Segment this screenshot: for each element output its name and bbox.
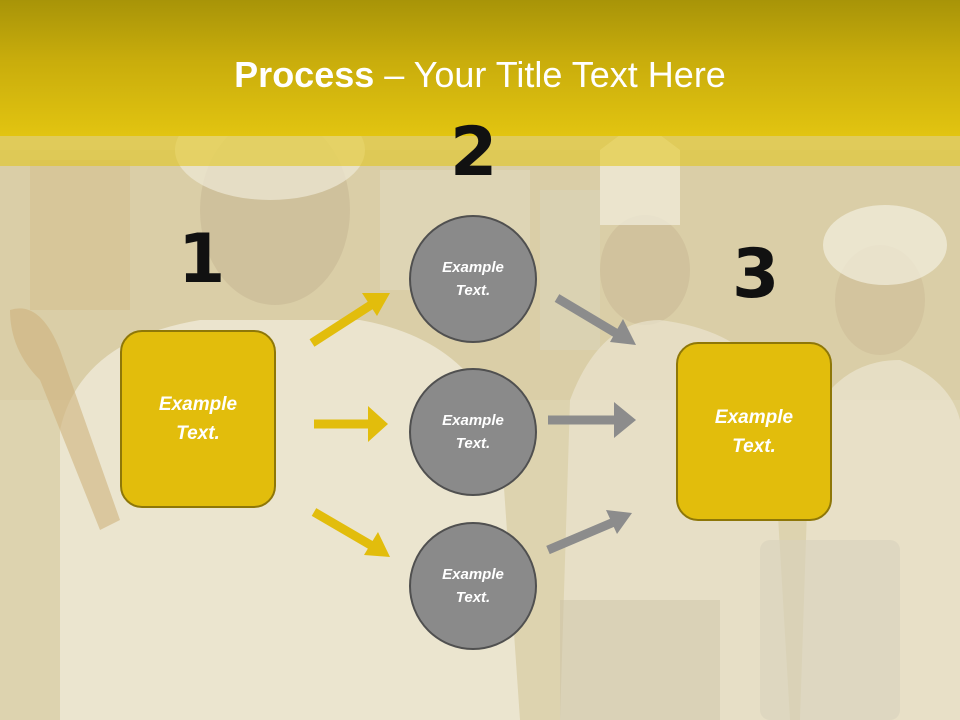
circle-top-text: Example Text.	[442, 259, 504, 299]
step-3-box: Example Text.	[676, 342, 832, 521]
arrow-to-bottom-circle	[311, 508, 390, 557]
step-1-box: Example Text.	[120, 330, 276, 508]
step-2-circle-top: Example Text.	[409, 215, 537, 343]
circle-middle-text: Example Text.	[442, 412, 504, 452]
title-banner	[0, 0, 960, 136]
step-2-circle-bottom: Example Text.	[409, 522, 537, 650]
title-rest: – Your Title Text Here	[374, 54, 726, 95]
title-band	[0, 136, 960, 166]
step-1-text: Example Text.	[158, 394, 238, 444]
step-number-2: 2	[450, 113, 498, 192]
arrow-from-top-circle	[554, 294, 636, 345]
step-number-3: 3	[732, 235, 780, 314]
circle-bottom-text: Example Text.	[442, 566, 504, 606]
slide-title: Process – Your Title Text Here	[0, 52, 960, 98]
arrow-from-mid-circle	[548, 402, 636, 438]
arrow-from-bottom-circle	[546, 510, 632, 555]
arrow-to-mid-circle	[314, 406, 388, 442]
step-2-circle-middle: Example Text.	[409, 368, 537, 496]
arrow-to-top-circle	[309, 293, 390, 347]
title-bold: Process	[234, 54, 375, 95]
step-number-1: 1	[178, 220, 226, 299]
step-3-text: Example Text.	[714, 406, 794, 457]
